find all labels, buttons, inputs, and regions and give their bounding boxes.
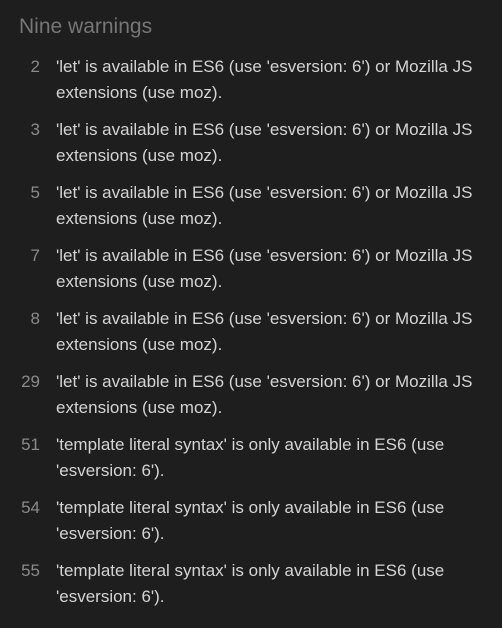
warning-line-number: 3 [30, 120, 40, 139]
warning-item: 55 'template literal syntax' is only ava… [19, 558, 502, 610]
warning-message: 'let' is available in ES6 (use 'esversio… [56, 309, 473, 354]
warning-item: 5 'let' is available in ES6 (use 'esvers… [19, 180, 502, 232]
warning-line-number: 7 [30, 246, 40, 265]
warning-line-number: 5 [30, 183, 40, 202]
warning-item: 54 'template literal syntax' is only ava… [19, 495, 502, 547]
warning-message: 'let' is available in ES6 (use 'esversio… [56, 183, 473, 228]
warning-item: 3 'let' is available in ES6 (use 'esvers… [19, 117, 502, 169]
warnings-list: 2 'let' is available in ES6 (use 'esvers… [19, 54, 502, 610]
warning-line-number: 54 [21, 498, 40, 517]
warning-item: 2 'let' is available in ES6 (use 'esvers… [19, 54, 502, 106]
warning-message: 'let' is available in ES6 (use 'esversio… [56, 372, 473, 417]
warning-message: 'template literal syntax' is only availa… [56, 498, 445, 543]
warning-message: 'let' is available in ES6 (use 'esversio… [56, 57, 473, 102]
warning-message: 'let' is available in ES6 (use 'esversio… [56, 246, 473, 291]
warning-line-number: 55 [21, 561, 40, 580]
warnings-title: Nine warnings [19, 15, 153, 38]
warning-item: 51 'template literal syntax' is only ava… [19, 432, 502, 484]
warning-line-number: 51 [21, 435, 40, 454]
warning-message: 'template literal syntax' is only availa… [56, 435, 445, 480]
warning-line-number: 29 [21, 372, 40, 391]
warning-item: 8 'let' is available in ES6 (use 'esvers… [19, 306, 502, 358]
warning-line-number: 8 [30, 309, 40, 328]
warning-message: 'template literal syntax' is only availa… [56, 561, 445, 606]
warning-line-number: 2 [30, 57, 40, 76]
warning-message: 'let' is available in ES6 (use 'esversio… [56, 120, 473, 165]
warning-item: 7 'let' is available in ES6 (use 'esvers… [19, 243, 502, 295]
warning-item: 29 'let' is available in ES6 (use 'esver… [19, 369, 502, 421]
